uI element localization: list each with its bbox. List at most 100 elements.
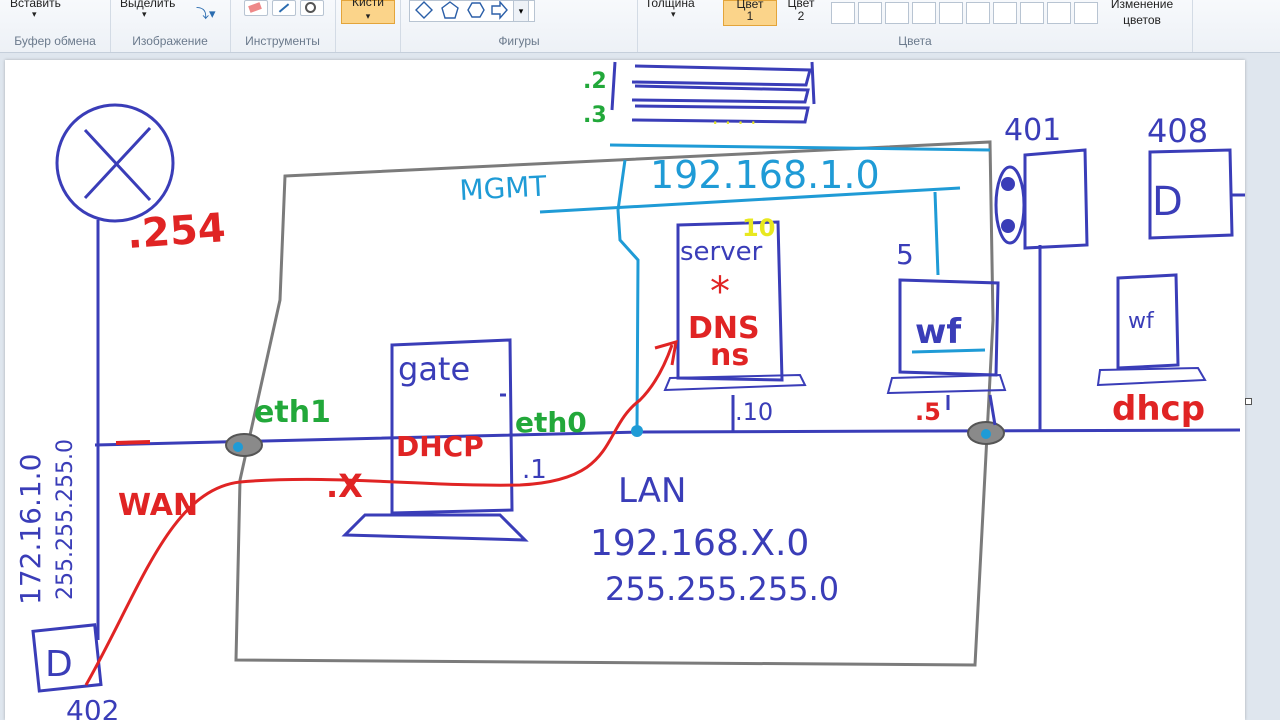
label-dns: DNS bbox=[688, 311, 760, 346]
ribbon: Вставить ▾ Буфер обмена Выделить ▾ ⤵▾ Из… bbox=[0, 0, 1280, 53]
label-lan: LAN bbox=[618, 471, 686, 511]
switch-right-port bbox=[981, 429, 991, 439]
ribbon-divider bbox=[1192, 0, 1193, 52]
image-group-label: Изображение bbox=[132, 34, 208, 48]
select-button[interactable]: Выделить bbox=[120, 0, 176, 10]
color-swatch[interactable] bbox=[939, 2, 963, 24]
color-swatch[interactable] bbox=[966, 2, 990, 24]
label-mgmt-net: 192.168.1.0 bbox=[650, 153, 880, 197]
color1-button[interactable]: Цвет 1 bbox=[723, 0, 777, 26]
label-wan: WAN bbox=[118, 488, 198, 523]
shapes-more-icon[interactable]: ▾ bbox=[513, 0, 529, 22]
lan-area-outline bbox=[234, 140, 995, 667]
dns-server-base bbox=[663, 373, 807, 392]
color2-num: 2 bbox=[797, 9, 805, 23]
color2-button[interactable]: Цвет 2 bbox=[781, 0, 821, 23]
shapes-group: ▾ Фигуры bbox=[400, 0, 638, 52]
top-server-stack bbox=[610, 61, 816, 124]
label-wan-mask: 255.255.255.0 bbox=[53, 439, 78, 600]
edit-colors-button[interactable]: Изменение цветов bbox=[1102, 0, 1182, 28]
wf-link bbox=[946, 394, 997, 426]
label-yellow-dashes: . . . . bbox=[712, 105, 757, 129]
tools-group: Инструменты bbox=[230, 0, 336, 52]
color-swatch[interactable] bbox=[831, 2, 855, 24]
select-dropdown-icon[interactable]: ▾ bbox=[142, 9, 147, 19]
label-wf-main: wf bbox=[915, 312, 962, 352]
color-swatch[interactable] bbox=[885, 2, 909, 24]
wf-box-base bbox=[886, 373, 1007, 395]
label-lan-mask: 255.255.255.0 bbox=[605, 570, 839, 608]
magnifier-icon[interactable] bbox=[300, 0, 324, 16]
label-five: 5 bbox=[896, 238, 914, 271]
gate-server-icon bbox=[390, 338, 514, 515]
label-ten-yellow: 10 bbox=[742, 214, 775, 242]
shapes-gallery-icons bbox=[415, 1, 508, 20]
label-gate: gate bbox=[398, 350, 470, 388]
label-wf-side: wf bbox=[1128, 309, 1155, 334]
device-408-icon bbox=[1148, 148, 1234, 240]
color-swatch[interactable] bbox=[1020, 2, 1044, 24]
label-dhcp: dhcp bbox=[1112, 389, 1205, 429]
shapes-gallery[interactable] bbox=[409, 0, 535, 22]
phone-401-dot bbox=[1001, 177, 1015, 191]
color-swatch[interactable] bbox=[1047, 2, 1071, 24]
paste-button[interactable]: Вставить bbox=[10, 0, 61, 10]
mgmt-bracket bbox=[609, 143, 991, 431]
label-401: 401 bbox=[1004, 113, 1061, 148]
color-swatch[interactable] bbox=[1074, 2, 1098, 24]
label-dot10: .10 bbox=[735, 398, 773, 426]
label-server: server bbox=[680, 237, 763, 267]
brushes-button[interactable]: Кисти ▾ bbox=[341, 0, 395, 24]
color2-label: Цвет bbox=[787, 0, 815, 10]
tools-group-label: Инструменты bbox=[245, 34, 320, 48]
wf-underline bbox=[911, 348, 986, 354]
eraser-icon[interactable] bbox=[244, 0, 268, 16]
label-eth1: eth1 bbox=[254, 395, 331, 430]
device-402-letter: D bbox=[45, 644, 73, 685]
gate-server-base bbox=[341, 513, 529, 542]
size-button[interactable]: Толщина bbox=[645, 0, 695, 10]
label-dot1: .1 bbox=[522, 455, 547, 485]
clipboard-group-label: Буфер обмена bbox=[14, 34, 96, 48]
traffic-arrow-icon bbox=[654, 339, 678, 366]
color-swatch[interactable] bbox=[858, 2, 882, 24]
color-swatch[interactable] bbox=[993, 2, 1017, 24]
size-dropdown-icon[interactable]: ▾ bbox=[671, 9, 676, 19]
clipboard-group: Вставить ▾ Буфер обмена bbox=[0, 0, 111, 52]
asterisk-icon: * bbox=[710, 269, 730, 315]
label-ns: ns bbox=[710, 338, 749, 373]
label-dot2: .2 bbox=[583, 69, 607, 94]
wf-laptop-icon bbox=[1116, 273, 1180, 370]
label-dot3: .3 bbox=[583, 103, 607, 128]
router-cross bbox=[83, 126, 152, 202]
label-dotx: .X bbox=[326, 467, 363, 505]
mgmt-wf-link bbox=[933, 191, 940, 276]
color-swatch[interactable] bbox=[912, 2, 936, 24]
mgmt-network-line bbox=[539, 186, 961, 214]
canvas-resize-handle[interactable] bbox=[1245, 398, 1252, 405]
label-dot254: .254 bbox=[125, 205, 227, 258]
red-marker bbox=[115, 440, 151, 445]
switch-left-port bbox=[233, 442, 243, 452]
main-network-line bbox=[94, 428, 1241, 447]
paste-dropdown-icon[interactable]: ▾ bbox=[32, 9, 37, 19]
label-408: 408 bbox=[1147, 112, 1208, 150]
label-dot5: .5 bbox=[915, 398, 941, 426]
color-picker-icon[interactable] bbox=[272, 0, 296, 16]
lan-junction-dot bbox=[631, 425, 643, 437]
edit-colors-label-line2: цветов bbox=[1123, 13, 1161, 27]
label-lan-net: 192.168.X.0 bbox=[590, 523, 809, 564]
router-icon bbox=[55, 103, 175, 223]
device-402-icon bbox=[31, 623, 103, 693]
diamond-shape-icon bbox=[415, 1, 433, 19]
hexagon-shape-icon bbox=[467, 2, 485, 18]
rotate-icon[interactable]: ⤵▾ bbox=[196, 6, 216, 21]
edit-colors-label-line1: Изменение bbox=[1110, 0, 1174, 11]
shapes-group-label: Фигуры bbox=[498, 34, 540, 48]
wf-laptop-base bbox=[1096, 366, 1207, 387]
colors-group-label: Цвета bbox=[898, 34, 932, 48]
label-gate-dhcp: DHCP bbox=[396, 430, 484, 463]
label-402: 402 bbox=[66, 694, 119, 720]
device-401-icon bbox=[1023, 148, 1089, 250]
